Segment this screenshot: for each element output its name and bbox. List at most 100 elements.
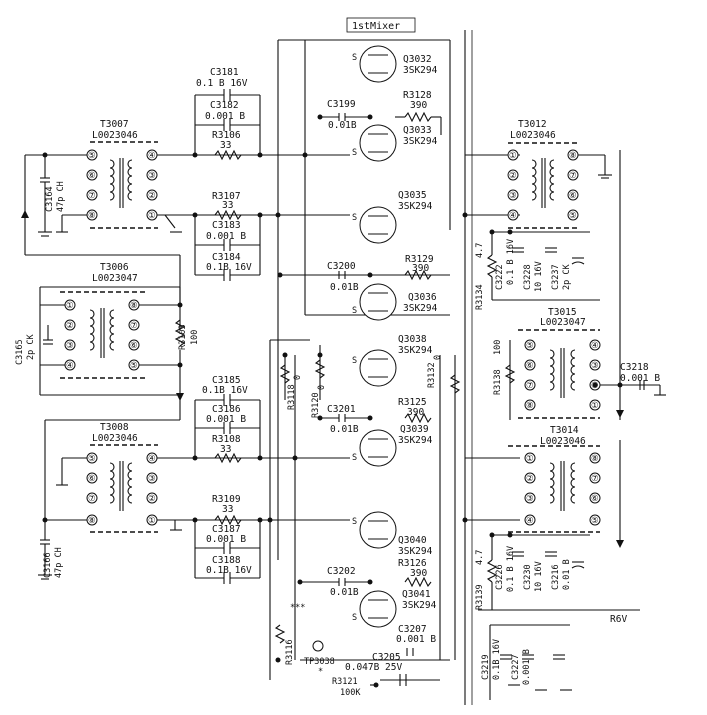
- r3126-value: 390: [410, 568, 427, 579]
- c3199-label: C3199: [327, 99, 356, 110]
- transformer-t3007: T3007 L0023046 ⑤ ⑥ ⑦ ⑧ ④ ③ ② ①: [86, 119, 158, 229]
- r3121-label: R3121: [332, 677, 358, 687]
- svg-text:Q3038: Q3038: [398, 334, 427, 345]
- mosfet-q3032: S Q3032 3SK294: [352, 45, 438, 83]
- svg-text:②: ②: [526, 474, 534, 484]
- svg-text:L0023047: L0023047: [92, 273, 138, 284]
- c3185-value: 0.1B 16V: [202, 385, 248, 396]
- r3138-value: 100: [493, 340, 503, 355]
- svg-text:S: S: [352, 517, 357, 527]
- svg-text:S: S: [352, 356, 357, 366]
- c3228-value: 2p CK: [562, 264, 572, 290]
- mosfet-q3033: S Q3033 3SK294: [352, 124, 438, 162]
- c3207-label: C3207: [398, 624, 427, 635]
- transformer-t3006: T3006 L0023047 ① ② ③ ④ ⑧ ⑦ ⑥ ⑤: [60, 262, 145, 379]
- c3237-value: 0.001 B: [620, 373, 660, 384]
- svg-text:Q3032: Q3032: [403, 54, 432, 65]
- r3107-value: 33: [222, 200, 233, 211]
- svg-text:⑧: ⑧: [526, 401, 534, 411]
- svg-text:⑤: ⑤: [130, 361, 138, 371]
- svg-text:⑧: ⑧: [88, 516, 96, 526]
- c3202-label: C3202: [327, 566, 356, 577]
- r3128-label: R3128: [403, 90, 432, 101]
- transformer-t3014: T3014 L0023046 ① ② ③ ④ ⑧ ⑦ ⑥ ⑤: [508, 425, 601, 533]
- svg-text:Q3041: Q3041: [402, 589, 431, 600]
- r3116-value: ***: [290, 603, 305, 613]
- svg-text:⑧: ⑧: [130, 301, 138, 311]
- svg-text:①: ①: [148, 516, 156, 526]
- svg-text:L0023047: L0023047: [540, 317, 586, 328]
- svg-text:⑦: ⑦: [591, 474, 599, 484]
- r3139-value: 4.7: [475, 550, 485, 565]
- r3129-value: 390: [412, 263, 429, 274]
- svg-text:3SK294: 3SK294: [398, 345, 433, 356]
- svg-text:②: ②: [148, 191, 156, 201]
- svg-text:T3014: T3014: [550, 425, 579, 436]
- r3126-label: R3126: [398, 558, 427, 569]
- mosfet-q3035: S Q3035 3SK294: [352, 190, 433, 244]
- c3182-value: 0.001 B: [205, 111, 245, 122]
- r3106-label: R3106: [212, 130, 241, 141]
- r3116-symbol: [274, 624, 286, 644]
- r3134-value: 4.7: [475, 243, 485, 258]
- svg-text:3SK294: 3SK294: [403, 136, 438, 147]
- r3132-value: 0: [433, 355, 443, 360]
- c3184-value: 0.1B 16V: [206, 262, 252, 273]
- c3183-label: C3183: [212, 220, 241, 231]
- svg-text:3SK294: 3SK294: [398, 435, 433, 446]
- svg-text:⑥: ⑥: [526, 361, 534, 371]
- r3103-label: R3103: [178, 324, 188, 350]
- c3226-label: C3230: [523, 564, 533, 590]
- c3237-label: C3218: [620, 362, 649, 373]
- c3230-label: C3216: [551, 564, 561, 590]
- svg-text:S: S: [352, 453, 357, 463]
- svg-text:L0023046: L0023046: [510, 130, 556, 141]
- c3217-value: 0.1 B 16V: [506, 239, 516, 285]
- svg-text:②: ②: [509, 171, 517, 181]
- mosfet-q3038: S Q3038 3SK294: [352, 334, 433, 387]
- svg-text:L0023046: L0023046: [92, 130, 138, 141]
- svg-text:④: ④: [148, 151, 156, 161]
- r3118-value: 0: [293, 375, 303, 380]
- r3106-value: 33: [220, 140, 231, 151]
- svg-text:Q3039: Q3039: [400, 424, 429, 435]
- c3166-label: C3166: [43, 552, 53, 578]
- svg-text:3SK294: 3SK294: [403, 303, 438, 314]
- c3205-value: 0.047B 25V: [345, 662, 402, 673]
- r3132-label: R3132: [427, 362, 437, 388]
- mosfet-q3039: S Q3039 3SK294: [352, 424, 433, 467]
- svg-text:②: ②: [148, 494, 156, 504]
- c3200-label: C3200: [327, 261, 356, 272]
- svg-text:T3015: T3015: [548, 307, 577, 318]
- svg-text:②: ②: [66, 321, 74, 331]
- tp3038-label: TP3038: [304, 657, 335, 667]
- c3186-value: 0.001 B: [206, 414, 246, 425]
- r3138-label: R3138: [493, 369, 503, 395]
- svg-text:④: ④: [509, 211, 517, 221]
- c3222-value: 10 16V: [534, 261, 544, 292]
- r3134-label: R3134: [475, 284, 485, 310]
- c3202-value: 0.01B: [330, 587, 359, 598]
- svg-text:⑥: ⑥: [130, 341, 138, 351]
- svg-text:S: S: [352, 213, 357, 223]
- transformer-t3015: T3015 L0023047 ⑤ ⑥ ⑦ ⑧ ④ ③ ② ①: [518, 307, 601, 419]
- svg-text:③: ③: [148, 474, 156, 484]
- c3217-label: C3222: [495, 264, 505, 290]
- c3166-value: 47p CH: [54, 547, 64, 578]
- svg-text:③: ③: [148, 171, 156, 181]
- r3108-value: 33: [220, 444, 231, 455]
- svg-text:Q3035: Q3035: [398, 190, 427, 201]
- junction-dots: [42, 114, 623, 688]
- svg-text:④: ④: [66, 361, 74, 371]
- c3188-label: C3188: [212, 555, 241, 566]
- c3216-label: C3219: [481, 654, 491, 680]
- c3219-value: 0.001 B: [522, 649, 532, 685]
- transformer-t3008: T3008 L0023046 ⑤ ⑥ ⑦ ⑧ ④ ③ ② ①: [86, 422, 158, 533]
- svg-text:3SK294: 3SK294: [398, 201, 433, 212]
- r3120-value: 0: [317, 385, 327, 390]
- c3187-value: 0.001 B: [206, 534, 246, 545]
- svg-text:①: ①: [591, 401, 599, 411]
- svg-text:⑦: ⑦: [88, 494, 96, 504]
- svg-text:③: ③: [66, 341, 74, 351]
